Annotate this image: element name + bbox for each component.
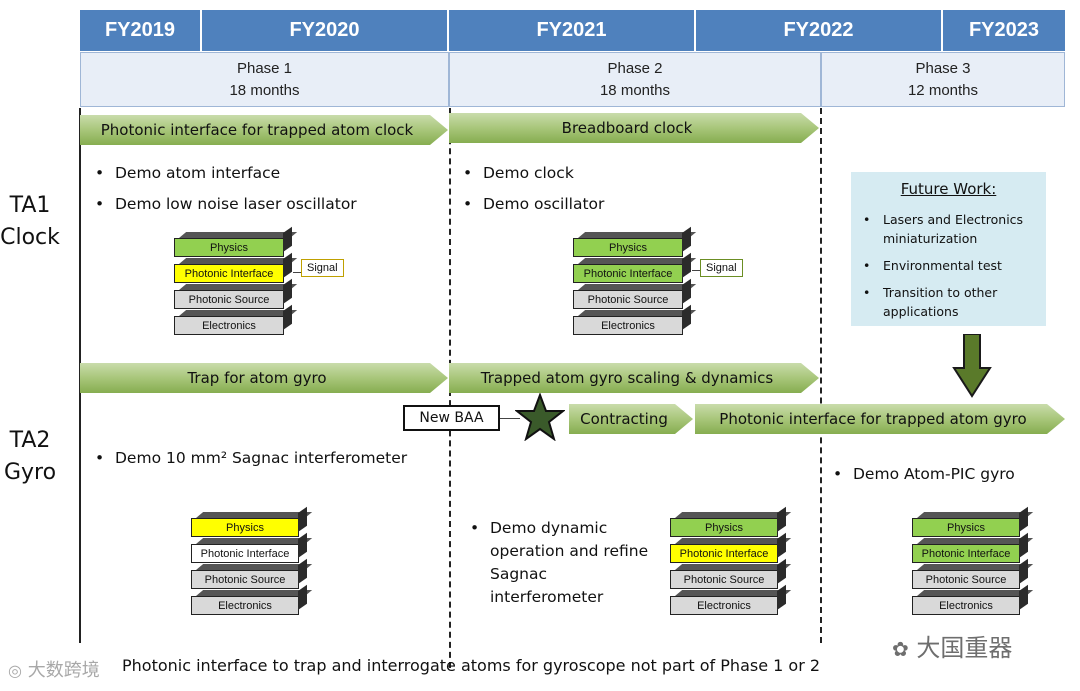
fy-2022-header: FY2022 (696, 10, 943, 51)
physics-block: Physics (191, 518, 299, 537)
physics-block: Physics (174, 238, 284, 257)
ta2-phase3-arrow: Photonic interface for trapped atom gyro (695, 404, 1065, 434)
electronics-block: Electronics (912, 596, 1020, 615)
ta2-phase2-arrow: Trapped atom gyro scaling & dynamics (449, 363, 819, 393)
fy-2019-header: FY2019 (80, 10, 202, 51)
ta1-phase2-arrow-label: Breadboard clock (561, 119, 693, 137)
watermark-left-text: 大数跨境 (27, 660, 100, 681)
ta1-phase1-bullet: Demo atom interface (95, 162, 280, 185)
electronics-block: Electronics (174, 316, 284, 335)
watermark-right: ✿ 大国重器 (892, 628, 1012, 663)
ta1-phase2-bullet: Demo clock (463, 162, 574, 185)
phase-name: Phase 3 (915, 60, 971, 77)
future-work-item: Lasers and Electronics miniaturization (863, 210, 1033, 248)
physics-block: Physics (573, 238, 683, 257)
signal-connector (293, 272, 301, 273)
electronics-block: Electronics (670, 596, 778, 615)
ta2-phase3-bullet: Demo Atom-PIC gyro (833, 463, 1015, 486)
phase-2-3-divider (820, 108, 822, 643)
signal-label: Signal (301, 259, 344, 277)
photonic-source-block: Photonic Source (573, 290, 683, 309)
watermark-right-text: 大国重器 (916, 634, 1013, 662)
down-arrow-icon (952, 334, 992, 398)
ta2-phase2-bullet: Demo dynamic operation and refine Sagnac… (470, 517, 665, 609)
new-baa-connector (500, 418, 520, 419)
future-work-item: Environmental test (863, 256, 1033, 275)
photonic-interface-block: Photonic Interface (573, 264, 683, 283)
ta2-label: TA2 Gyro (0, 425, 60, 489)
future-work-title: Future Work: (900, 180, 997, 198)
phase-3-header: Phase 3 12 months (821, 52, 1065, 107)
contracting-arrow-label: Contracting (580, 410, 668, 428)
ta1-phase1-arrow: Photonic interface for trapped atom cloc… (80, 115, 448, 145)
photonic-interface-block: Photonic Interface (174, 264, 284, 283)
photonic-source-block: Photonic Source (912, 570, 1020, 589)
photonic-interface-block: Photonic Interface (670, 544, 778, 563)
ta1-phase1-stack: Physics Photonic Interface Photonic Sour… (174, 238, 309, 338)
ta1-label-line2: Clock (0, 225, 60, 250)
fy-2021-header: FY2021 (449, 10, 696, 51)
ta1-phase1-bullet: Demo low noise laser oscillator (95, 193, 357, 216)
ta2-label-line2: Gyro (3, 460, 57, 485)
ta2-phase2-arrow-label: Trapped atom gyro scaling & dynamics (480, 369, 774, 387)
footnote: Photonic interface to trap and interroga… (122, 656, 821, 675)
ta2-phase3-stack: Physics Photonic Interface Photonic Sour… (912, 518, 1047, 618)
ta1-label: TA1 Clock (0, 190, 60, 254)
signal-label: Signal (700, 259, 743, 277)
wechat-logo-icon: ✿ (892, 637, 909, 661)
ta1-phase2-arrow: Breadboard clock (449, 113, 819, 143)
phase-duration: 18 months (599, 82, 671, 99)
future-work-item: Transition to other applications (863, 283, 1033, 321)
phase-name: Phase 2 (607, 60, 663, 77)
ta2-label-line1: TA2 (9, 428, 51, 453)
photonic-source-block: Photonic Source (174, 290, 284, 309)
ta2-phase1-arrow-label: Trap for atom gyro (187, 369, 327, 387)
phase-duration: 12 months (907, 82, 979, 99)
ta1-phase2-bullet: Demo oscillator (463, 193, 604, 216)
weibo-logo-icon: ◎ (8, 661, 22, 680)
star-icon (515, 393, 565, 441)
watermark-left: ◎ 大数跨境 (8, 656, 100, 682)
phase-name: Phase 1 (236, 60, 293, 77)
photonic-source-block: Photonic Source (191, 570, 299, 589)
contracting-arrow: Contracting (569, 404, 693, 434)
physics-block: Physics (670, 518, 778, 537)
electronics-block: Electronics (191, 596, 299, 615)
ta2-phase1-bullet: Demo 10 mm² Sagnac interferometer (95, 447, 407, 470)
ta1-phase1-arrow-label: Photonic interface for trapped atom cloc… (100, 121, 414, 139)
ta2-phase1-stack: Physics Photonic Interface Photonic Sour… (191, 518, 326, 618)
photonic-source-block: Photonic Source (670, 570, 778, 589)
ta2-phase1-arrow: Trap for atom gyro (80, 363, 448, 393)
phase-2-header: Phase 2 18 months (449, 52, 821, 107)
ta2-phase2-stack: Physics Photonic Interface Photonic Sour… (670, 518, 805, 618)
ta2-phase3-arrow-label: Photonic interface for trapped atom gyro (719, 410, 1027, 428)
future-work-box: Future Work: Lasers and Electronics mini… (851, 172, 1046, 326)
physics-block: Physics (912, 518, 1020, 537)
ta1-label-line1: TA1 (9, 193, 51, 218)
photonic-interface-block: Photonic Interface (912, 544, 1020, 563)
signal-connector (692, 270, 700, 271)
phase-1-header: Phase 1 18 months (80, 52, 449, 107)
fy-2020-header: FY2020 (202, 10, 449, 51)
new-baa-box: New BAA (403, 405, 500, 431)
electronics-block: Electronics (573, 316, 683, 335)
fy-2023-header: FY2023 (943, 10, 1065, 51)
photonic-interface-block: Photonic Interface (191, 544, 299, 563)
ta1-phase2-stack: Physics Photonic Interface Photonic Sour… (573, 238, 708, 338)
phase-duration: 18 months (229, 82, 300, 99)
